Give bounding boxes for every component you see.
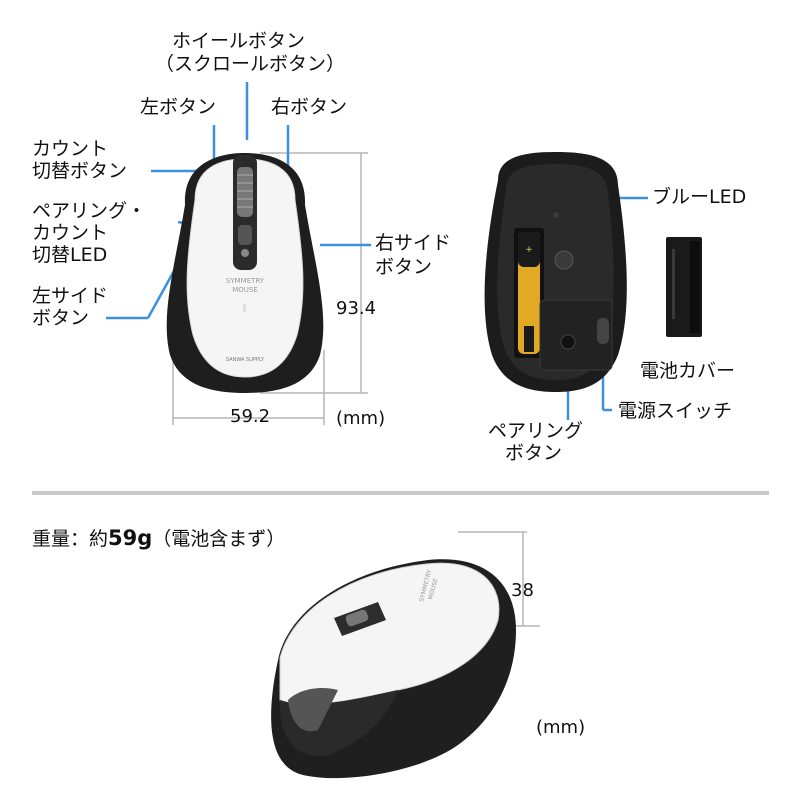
pairing-button-label-line2: ボタン xyxy=(505,442,563,464)
unit-top: (mm) xyxy=(336,408,386,429)
right-side-button-label-line2: ボタン xyxy=(375,256,433,278)
blue-led-label: ブルーLED xyxy=(652,186,747,208)
mouse-side-view: SYMMETRY MOUSE xyxy=(271,559,516,779)
battery-cover-label: 電池カバー xyxy=(640,360,736,382)
count-switch-label-line1: カウント xyxy=(32,138,109,160)
pairing-led-label-line3: 切替LED xyxy=(32,244,108,266)
section-divider xyxy=(32,491,769,495)
svg-text:+: + xyxy=(525,245,533,255)
bluetooth-mark: ᛒ xyxy=(242,303,247,314)
left-button-label: 左ボタン xyxy=(140,96,217,118)
weight-suffix: （電池含まず） xyxy=(152,528,286,550)
top-brand-line2: MOUSE xyxy=(232,286,258,294)
unit-bottom: (mm) xyxy=(536,717,586,738)
top-footer-text: SANWA SUPPLY xyxy=(226,357,265,363)
left-side-button-label-line2: ボタン xyxy=(32,307,90,329)
right-button-label: 右ボタン xyxy=(271,96,348,118)
mouse-top-view: SYMMETRY MOUSE ᛒ SANWA SUPPLY xyxy=(166,153,324,393)
battery-cover-image xyxy=(666,237,702,337)
top-brand-line1: SYMMETRY xyxy=(226,277,265,285)
weight-spec: 重量：約59g（電池含まず） xyxy=(32,524,285,551)
pairing-led-label-line2: カウント xyxy=(32,222,109,244)
right-side-button-label-line1: 右サイド xyxy=(375,232,452,254)
dimension-lines xyxy=(172,152,540,627)
left-side-button-label-line1: 左サイド xyxy=(32,285,109,307)
mouse-bottom-view: + xyxy=(484,152,627,392)
width-dimension: 59.2 xyxy=(230,406,271,427)
pairing-button-label-line1: ペアリング xyxy=(488,420,584,442)
power-switch-label: 電源スイッチ xyxy=(618,400,733,422)
weight-value: 59g xyxy=(108,526,153,550)
count-switch-label-line2: 切替ボタン xyxy=(32,160,128,182)
weight-prefix: 重量：約 xyxy=(32,528,109,550)
wheel-button-label-line1: ホイールボタン xyxy=(172,30,306,52)
pairing-led-label-line1: ペアリング・ xyxy=(32,200,147,222)
wheel-button-label-line2: （スクロールボタン） xyxy=(155,53,346,75)
depth-dimension: 38 xyxy=(511,580,534,601)
height-dimension: 93.4 xyxy=(336,298,377,319)
